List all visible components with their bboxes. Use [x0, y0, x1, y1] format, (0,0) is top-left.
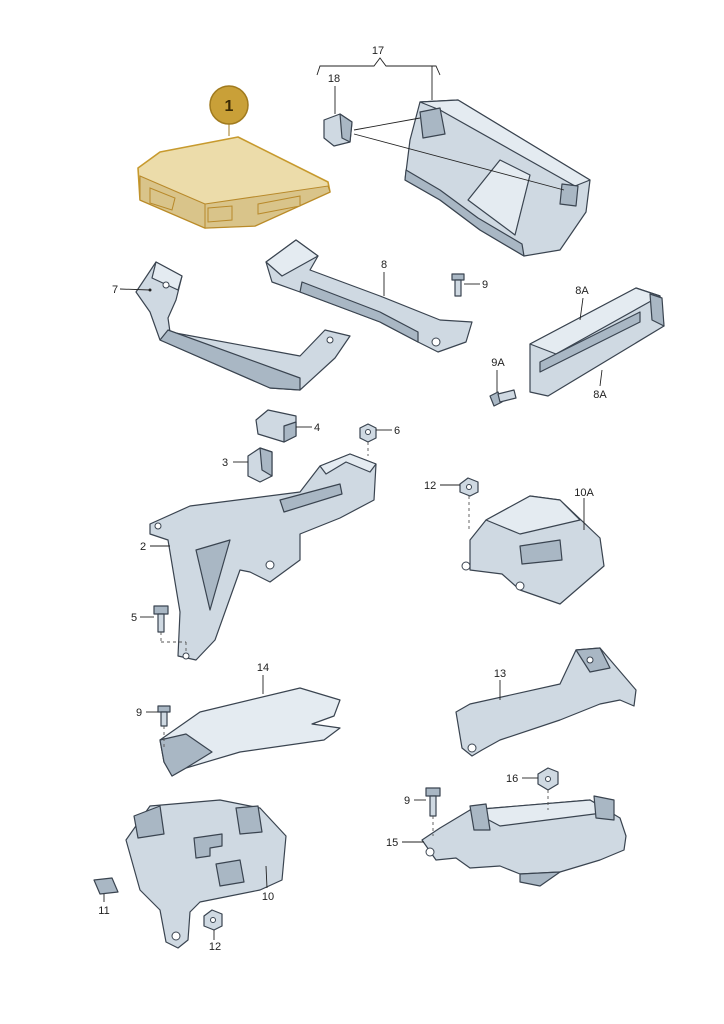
part-6-nut[interactable] — [359, 423, 377, 443]
part-10-tray[interactable] — [125, 799, 287, 949]
label-9a: 9A — [491, 357, 505, 369]
label-4: 4 — [314, 422, 320, 434]
label-7: 7 — [112, 284, 118, 296]
label-12-upper: 12 — [424, 480, 436, 492]
label-6: 6 — [394, 425, 400, 437]
part-5-screw[interactable] — [153, 605, 169, 633]
part-18-clip[interactable] — [323, 113, 353, 147]
label-5: 5 — [131, 612, 137, 624]
label-18: 18 — [328, 73, 340, 85]
label-8: 8 — [381, 259, 387, 271]
part-13-bracket[interactable] — [455, 647, 637, 757]
part-9-screw-mid[interactable] — [157, 705, 171, 727]
label-8a-bottom: 8A — [593, 389, 607, 401]
label-11: 11 — [98, 905, 109, 917]
label-16: 16 — [506, 773, 518, 785]
part-3-clip[interactable] — [247, 447, 273, 483]
part-10a-plate[interactable] — [461, 495, 605, 605]
part-12-nut-upper[interactable] — [459, 477, 479, 497]
part-8a-module[interactable] — [529, 287, 665, 397]
label-8a-top: 8A — [575, 285, 589, 297]
part-8-bracket[interactable] — [265, 239, 473, 353]
label-9-lower: 9 — [404, 795, 410, 807]
part-labels: 17 18 7 8 9 8A 9A 8A 4 6 3 12 10A 2 5 14… — [98, 45, 607, 953]
part-9-screw-lower[interactable] — [425, 787, 441, 817]
label-9-upper: 9 — [482, 279, 488, 291]
part-9-screw-upper[interactable] — [451, 273, 465, 297]
part-4-clip[interactable] — [255, 409, 297, 443]
label-3: 3 — [222, 457, 228, 469]
part-14-shield[interactable] — [159, 687, 341, 777]
part-9a-screw[interactable] — [489, 389, 517, 407]
label-2: 2 — [140, 541, 146, 553]
label-1: 1 — [225, 98, 234, 115]
label-10: 10 — [262, 891, 274, 903]
label-14: 14 — [257, 662, 269, 674]
label-9-mid: 9 — [136, 707, 142, 719]
part-11-pad[interactable] — [93, 877, 119, 895]
part-15-bracket[interactable] — [421, 795, 627, 887]
part-16-nut[interactable] — [537, 767, 559, 791]
part-7-bracket[interactable] — [135, 261, 351, 391]
part-17-cover[interactable] — [404, 99, 591, 257]
leader-lines — [103, 57, 603, 940]
label-13: 13 — [494, 668, 506, 680]
part-1-control-unit[interactable] — [137, 136, 331, 229]
part-12-nut-lower[interactable] — [203, 909, 223, 931]
label-15: 15 — [386, 837, 398, 849]
label-17: 17 — [372, 45, 384, 57]
label-10a: 10A — [574, 487, 594, 499]
label-12-lower: 12 — [209, 941, 221, 953]
part-2-bracket[interactable] — [149, 453, 377, 661]
part-1-badge[interactable]: 1 — [209, 85, 249, 136]
